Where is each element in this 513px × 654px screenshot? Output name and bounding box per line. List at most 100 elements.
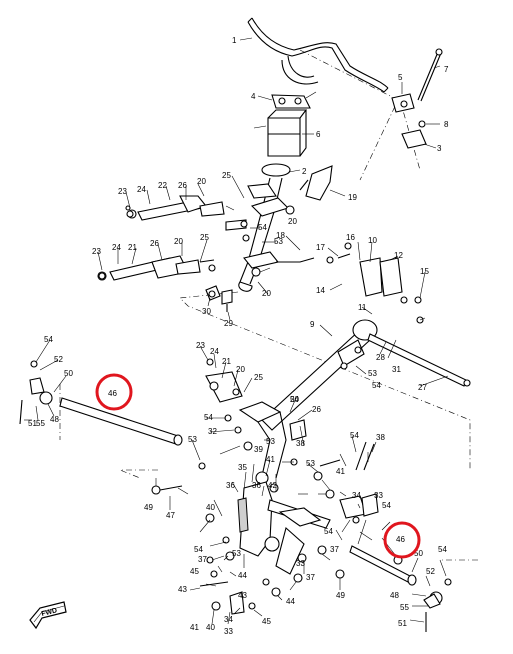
callout-54g: 54 xyxy=(382,501,391,510)
callout-5: 5 xyxy=(398,73,403,82)
callout-25a: 25 xyxy=(222,171,231,180)
tie-rod-lower xyxy=(97,255,215,281)
bracket-34 xyxy=(339,493,379,524)
callout-23b: 23 xyxy=(92,247,101,256)
callout-18: 18 xyxy=(276,231,285,240)
callout-54b: 54 xyxy=(44,335,53,344)
callout-24c: 24 xyxy=(210,347,219,356)
tie-rod-upper xyxy=(127,195,225,221)
callout-14: 14 xyxy=(316,286,325,295)
knuckle-upper xyxy=(391,48,443,149)
highlight-circle-left xyxy=(95,373,133,411)
callout-33b: 33 xyxy=(296,559,305,568)
callout-32: 32 xyxy=(208,427,217,436)
fwd-direction-icon: FWD xyxy=(29,601,67,630)
handlebar xyxy=(247,17,389,93)
callout-46a: 46 xyxy=(108,389,117,398)
callout-53d: 53 xyxy=(266,437,275,446)
callout-20d: 20 xyxy=(262,289,271,298)
callout-34b: 34 xyxy=(224,615,233,624)
callout-45a: 45 xyxy=(190,567,199,576)
callout-38b: 38 xyxy=(376,433,385,442)
callout-26c: 26 xyxy=(312,405,321,414)
steering-column-cover xyxy=(267,109,308,157)
callout-43b: 43 xyxy=(238,591,247,600)
callout-20e: 20 xyxy=(236,365,245,374)
callout-45b: 45 xyxy=(262,617,271,626)
callout-3: 3 xyxy=(437,144,442,153)
callout-49a: 49 xyxy=(144,503,153,512)
callout-39: 39 xyxy=(254,445,263,454)
callout-54a: 54 xyxy=(258,223,267,232)
callout-53f: 53 xyxy=(232,549,241,558)
callout-33c: 33 xyxy=(224,627,233,636)
rod-27 xyxy=(367,333,471,387)
callout-24b: 24 xyxy=(112,243,121,252)
callout-37c: 37 xyxy=(330,545,339,554)
callout-49b: 49 xyxy=(336,591,345,600)
handlebar-holder xyxy=(271,94,311,109)
callout-44a: 44 xyxy=(238,571,247,580)
callout-54i: 54 xyxy=(290,395,299,404)
callout-35: 35 xyxy=(238,463,247,472)
bellcrank xyxy=(337,253,408,304)
callout-53a: 53 xyxy=(274,237,283,246)
callout-44b: 44 xyxy=(286,597,295,606)
callout-54j: 54 xyxy=(324,527,333,536)
callout-54e: 54 xyxy=(350,431,359,440)
callout-33a: 33 xyxy=(374,491,383,500)
callout-53b: 53 xyxy=(368,369,377,378)
callout-2: 2 xyxy=(302,167,307,176)
callout-23a: 23 xyxy=(118,187,127,196)
callout-41c: 41 xyxy=(190,623,199,632)
callout-42: 42 xyxy=(268,481,277,490)
callout-8: 8 xyxy=(444,120,449,129)
callout-20f: 20 xyxy=(290,395,299,404)
callout-29: 29 xyxy=(224,319,233,328)
callout-28: 28 xyxy=(376,353,385,362)
callout-10: 10 xyxy=(368,236,377,245)
callout-53e: 53 xyxy=(306,459,315,468)
callout-46b: 46 xyxy=(396,535,405,544)
callout-25c: 25 xyxy=(254,373,263,382)
callout-37b: 37 xyxy=(306,573,315,582)
callout-30: 30 xyxy=(202,307,211,316)
callout-6: 6 xyxy=(316,130,321,139)
callout-20b: 20 xyxy=(288,217,297,226)
callout-50a: 50 xyxy=(64,369,73,378)
center-link-upper xyxy=(225,197,295,231)
callout-48b: 48 xyxy=(390,591,399,600)
callout-34a: 34 xyxy=(352,491,361,500)
callout-9: 9 xyxy=(310,320,315,329)
callout-12: 12 xyxy=(394,251,403,260)
callout-40b: 40 xyxy=(206,623,215,632)
callout-38a: 38 xyxy=(296,439,305,448)
callout-48a: 48 xyxy=(50,415,59,424)
pitman-arm-21 xyxy=(205,371,243,403)
callout-21b: 21 xyxy=(222,357,231,366)
callout-54d: 54 xyxy=(204,413,213,422)
callout-23c: 23 xyxy=(196,341,205,350)
fwd-label: FWD xyxy=(41,607,58,618)
callout-40a: 40 xyxy=(206,503,215,512)
callout-1: 1 xyxy=(232,36,237,45)
tie-rod-46-right xyxy=(349,545,452,632)
callout-4: 4 xyxy=(251,92,256,101)
callout-52a: 52 xyxy=(54,355,63,364)
callout-26a: 26 xyxy=(178,181,187,190)
callout-11: 11 xyxy=(358,303,367,312)
callout-19: 19 xyxy=(348,193,357,202)
callout-24a: 24 xyxy=(137,185,146,194)
callout-16: 16 xyxy=(346,233,355,242)
callouts: 1 2 3 4 5 6 7 8 9 10 11 12 14 15 16 17 1… xyxy=(28,36,449,636)
callout-21a: 21 xyxy=(128,243,137,252)
highlight-circle-right xyxy=(383,521,421,559)
callout-37a: 37 xyxy=(198,555,207,564)
callout-53c: 53 xyxy=(188,435,197,444)
callout-15: 15 xyxy=(420,267,429,276)
leader-lines xyxy=(24,37,449,625)
callout-43a: 43 xyxy=(178,585,187,594)
callout-54f: 54 xyxy=(194,545,203,554)
callout-22: 22 xyxy=(158,181,167,190)
